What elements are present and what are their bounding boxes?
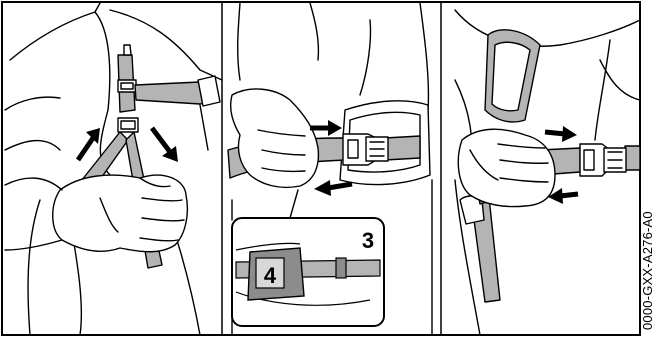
callout-pad: 4 — [264, 263, 277, 288]
strap-keeper — [336, 258, 346, 278]
arrow-left — [328, 184, 352, 188]
arrow-right-panel3-head — [562, 126, 577, 142]
arrow-left-panel3 — [560, 194, 578, 196]
inset-detail: 4 3 — [232, 218, 384, 326]
arrow-down-right — [152, 128, 170, 152]
reference-code: 0000-GXX-A276-A0 — [640, 0, 656, 330]
panel-1 — [5, 3, 222, 335]
panel-3 — [455, 10, 640, 335]
arrow-right-head — [328, 120, 342, 136]
arrow-up-left — [78, 138, 93, 160]
arrow-right-panel3 — [545, 132, 565, 134]
callout-keeper: 3 — [362, 228, 374, 253]
arrow-left-head — [314, 180, 331, 196]
